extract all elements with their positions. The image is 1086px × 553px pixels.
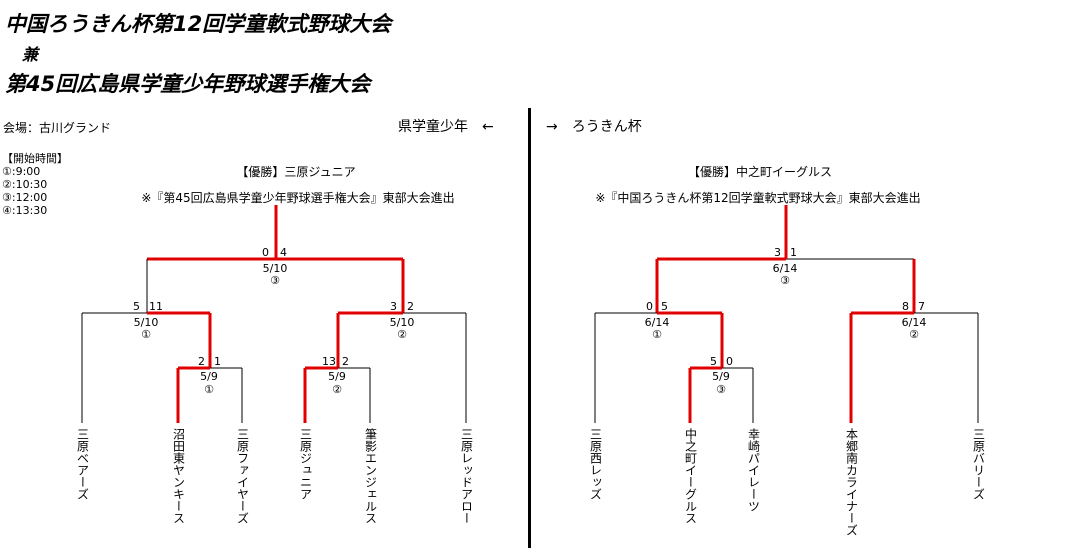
right-team-1: 三原西レッズ: [588, 428, 603, 500]
left-semi1-date: 5/10: [133, 316, 159, 329]
start-time-1: ①:9:00: [2, 165, 41, 178]
left-q1-game: ①: [204, 383, 214, 396]
title-line-1: 中国ろうきん杯第12回学童軟式野球大会: [5, 12, 392, 36]
right-semi1-game: ①: [652, 328, 662, 341]
right-semi1-score-a: 0: [646, 300, 653, 313]
left-final-score-a: 0: [262, 246, 269, 259]
left-semi1-score-a: 5: [133, 300, 140, 313]
title-line-2: 第45回広島県学童少年野球選手権大会: [5, 72, 371, 96]
right-final-score-a: 3: [774, 246, 781, 259]
right-team-4: 本郷南カライナーズ: [844, 428, 859, 536]
venue-label: 会場：古川グランド: [3, 121, 112, 135]
start-time-3: ③:12:00: [2, 191, 48, 204]
bracket-divider: [528, 108, 531, 548]
left-team-6: 三原レッドアロー: [459, 428, 474, 524]
start-time-2: ②:10:30: [2, 178, 48, 191]
right-team-3: 幸崎パイレーツ: [746, 428, 761, 512]
left-semi2-score-a: 3: [390, 300, 397, 313]
right-semi1-score-b: 5: [661, 300, 668, 313]
start-time-4: ④:13:30: [2, 204, 48, 217]
right-final-score-b: 1: [790, 246, 797, 259]
left-q2-game: ②: [332, 383, 342, 396]
left-semi2-date: 5/10: [389, 316, 415, 329]
right-semi2-game: ②: [909, 328, 919, 341]
left-q2-date: 5/9: [328, 370, 346, 383]
left-team-5: 筆影エンジェルス: [363, 428, 378, 524]
right-q1-game: ③: [716, 383, 726, 396]
right-team-2: 中之町イーグルス: [683, 428, 698, 524]
left-team-1: 三原ベアーズ: [75, 428, 90, 500]
left-team-4: 三原ジュニア: [298, 428, 313, 500]
right-advance-note: ※『中国ろうきん杯第12回学童軟式野球大会』東部大会進出: [595, 191, 921, 205]
left-semi1-score-b: 11: [149, 300, 163, 313]
left-final-game: ③: [270, 274, 280, 287]
right-final-game: ③: [780, 274, 790, 287]
left-q2-score-a: 13: [322, 355, 336, 368]
right-q1-date: 5/9: [712, 370, 730, 383]
left-semi2-score-b: 2: [407, 300, 414, 313]
right-semi2-date: 6/14: [901, 316, 927, 329]
right-q1-score-a: 5: [710, 355, 717, 368]
right-semi2-score-b: 7: [918, 300, 925, 313]
left-team-3: 三原ファイヤーズ: [235, 428, 250, 524]
title-connector: 兼: [22, 45, 39, 64]
left-q1-score-b: 1: [214, 355, 221, 368]
left-final-score-b: 4: [280, 246, 287, 259]
left-q1-score-a: 2: [198, 355, 205, 368]
right-semi2-score-a: 8: [902, 300, 909, 313]
right-champion: 【優勝】中之町イーグルス: [687, 165, 833, 179]
start-times-heading: 【開始時間】: [2, 152, 68, 165]
left-semi2-game: ②: [397, 328, 407, 341]
left-team-2: 沼田東ヤンキース: [171, 428, 186, 524]
left-advance-note: ※『第45回広島県学童少年野球選手権大会』東部大会進出: [141, 191, 455, 205]
left-semi1-game: ①: [141, 328, 151, 341]
right-direction-label: → ろうきん杯: [546, 119, 642, 135]
left-direction-label: 県学童少年 ←: [398, 119, 494, 135]
right-semi1-date: 6/14: [644, 316, 670, 329]
left-final-date: 5/10: [262, 262, 288, 275]
right-team-5: 三原バリーズ: [971, 428, 986, 500]
right-final-date: 6/14: [772, 262, 798, 275]
left-q1-date: 5/9: [200, 370, 218, 383]
left-q2-score-b: 2: [342, 355, 349, 368]
right-q1-score-b: 0: [726, 355, 733, 368]
left-champion: 【優勝】三原ジュニア: [236, 165, 356, 179]
